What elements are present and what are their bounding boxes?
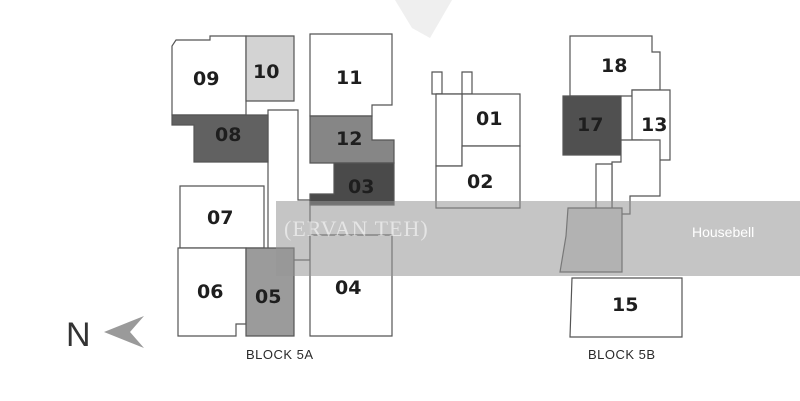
unit-label-01: 01 <box>476 108 502 130</box>
unit-10[interactable] <box>245 35 295 102</box>
watermark-name: (ERVAN TEH) <box>284 216 429 241</box>
unit-label-10: 10 <box>253 61 279 83</box>
watermark-band <box>276 201 800 276</box>
unit-label-02: 02 <box>467 171 493 193</box>
unit-label-05: 05 <box>255 286 281 308</box>
unit-label-13: 13 <box>641 114 667 136</box>
unit-label-08: 08 <box>215 124 241 146</box>
block-5b <box>559 35 683 338</box>
unit-15[interactable] <box>569 277 683 338</box>
unit-label-15: 15 <box>612 294 638 316</box>
compass-letter: N <box>66 316 91 354</box>
middle-tab-right <box>461 71 473 95</box>
unit-label-03: 03 <box>348 176 374 198</box>
unit-08[interactable] <box>171 114 269 163</box>
north-arrow-icon <box>104 316 144 348</box>
watermark-brand: Housebell <box>692 224 755 240</box>
unit-label-09: 09 <box>193 68 219 90</box>
unit-label-11: 11 <box>336 67 362 89</box>
unit-label-07: 07 <box>207 207 233 229</box>
block-label-5b: BLOCK 5B <box>588 347 656 362</box>
unit-label-06: 06 <box>197 281 223 303</box>
block-label-5a: BLOCK 5A <box>246 347 314 362</box>
unit-label-12: 12 <box>336 128 362 150</box>
unit-12[interactable] <box>309 115 395 164</box>
block-middle <box>431 71 521 209</box>
watermark-stroke-icon <box>395 0 452 38</box>
middle-tab-left <box>431 71 443 95</box>
middle-core <box>435 93 463 167</box>
unit-labels: 09 10 08 11 12 03 07 04 06 05 01 02 18 1… <box>193 55 667 316</box>
unit-label-18: 18 <box>601 55 627 77</box>
unit-label-17: 17 <box>577 114 603 136</box>
unit-label-04: 04 <box>335 277 361 299</box>
